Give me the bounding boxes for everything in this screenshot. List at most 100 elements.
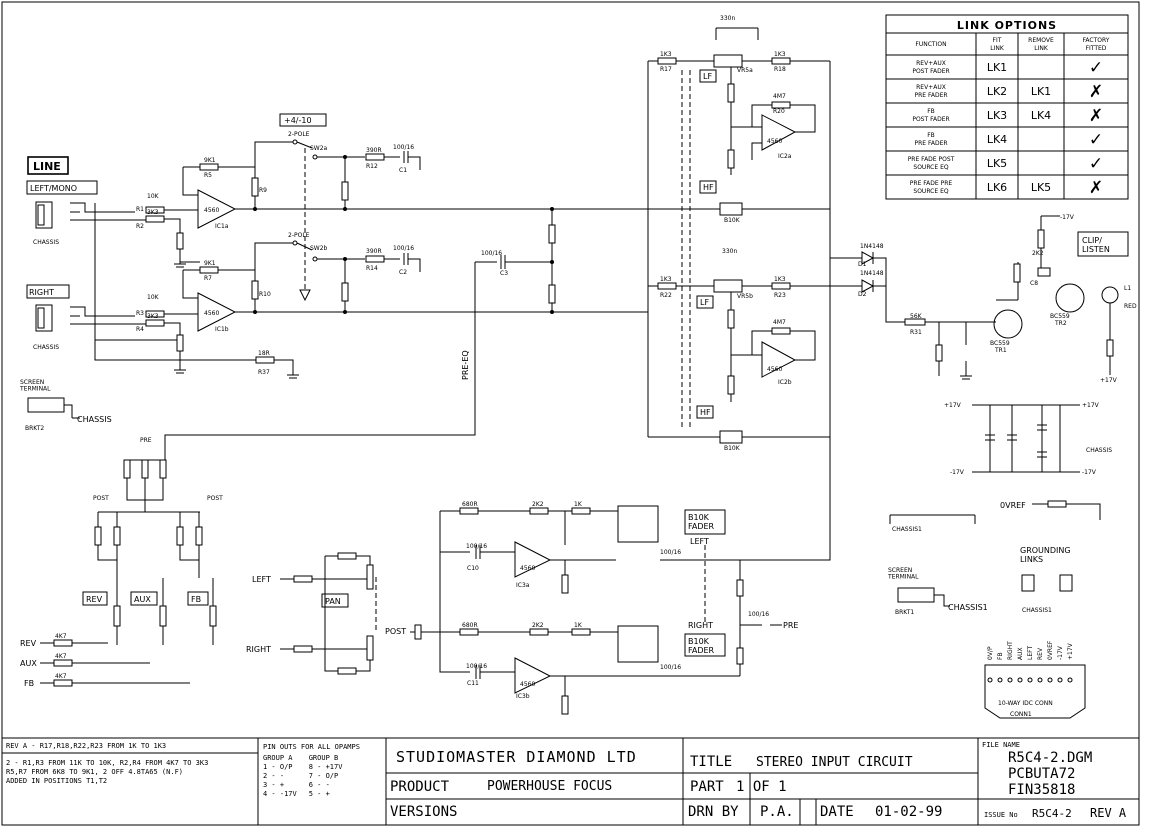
svg-text:4560: 4560 bbox=[204, 310, 219, 317]
revision-note: ADDED IN POSITIONS T1,T2 bbox=[6, 777, 108, 785]
company-name: STUDIOMASTER DIAMOND LTD bbox=[396, 748, 637, 766]
clip-listen-section: 1N4148 D1 1N4148 D2 56K R31 BC559 TR1 2K… bbox=[830, 214, 1137, 384]
file-name-label: FILE NAME bbox=[982, 741, 1020, 749]
svg-text:18R: 18R bbox=[258, 350, 270, 357]
connector-pin bbox=[1047, 677, 1053, 683]
issue-label: ISSUE No bbox=[984, 811, 1018, 819]
svg-text:9K1: 9K1 bbox=[204, 157, 216, 164]
svg-text:330n: 330n bbox=[720, 15, 735, 22]
versions-label: VERSIONS bbox=[390, 804, 458, 820]
part-label: PART bbox=[690, 779, 724, 795]
date-value: 01-02-99 bbox=[875, 804, 943, 820]
connector-pin-label: 0VREF bbox=[1047, 640, 1054, 660]
table-cell-link: LK6 bbox=[987, 181, 1007, 194]
chassis-decoupling-label: CHASSIS bbox=[1086, 447, 1112, 454]
line-label: LINE bbox=[33, 160, 61, 173]
table-cell-link: LK5 bbox=[1031, 181, 1051, 194]
svg-text:390R: 390R bbox=[366, 147, 382, 154]
svg-text:4560: 4560 bbox=[767, 138, 782, 145]
date-label: DATE bbox=[820, 804, 854, 820]
table-cell-link: LK4 bbox=[1031, 109, 1051, 122]
svg-text:TR1: TR1 bbox=[994, 347, 1007, 354]
svg-text:R20: R20 bbox=[773, 108, 785, 115]
svg-text:REV: REV bbox=[20, 639, 37, 648]
svg-text:9K1: 9K1 bbox=[204, 260, 216, 267]
svg-text:R2: R2 bbox=[136, 223, 144, 230]
svg-text:D2: D2 bbox=[858, 291, 867, 298]
ovref-label: 0VREF bbox=[1000, 501, 1026, 510]
svg-text:4560: 4560 bbox=[520, 681, 535, 688]
svg-text:1K3: 1K3 bbox=[774, 276, 786, 283]
brkt2-label: BRKT2 bbox=[25, 425, 44, 432]
connector-pin-label: 0V/P bbox=[987, 646, 994, 660]
connector-pin-label: -17V bbox=[1057, 645, 1064, 660]
table-cell-fitted: ✓ bbox=[1089, 130, 1103, 150]
idc-connector-label: 10-WAY IDC CONN bbox=[998, 700, 1053, 707]
connector-pin bbox=[1007, 677, 1013, 683]
pinout-line: 2 - - bbox=[263, 772, 285, 780]
chassis1-label-3: CHASSIS1 bbox=[948, 603, 988, 612]
svg-text:TR2: TR2 bbox=[1054, 320, 1067, 327]
connector-pin-label: RIGHT bbox=[1007, 641, 1014, 660]
rev-value: REV A bbox=[1090, 806, 1127, 820]
title-label: TITLE bbox=[690, 754, 733, 770]
svg-text:1N4148: 1N4148 bbox=[860, 270, 884, 277]
svg-text:VR5b: VR5b bbox=[737, 293, 753, 300]
connector-pin-label: AUX bbox=[1017, 647, 1024, 660]
svg-text:R7: R7 bbox=[204, 275, 212, 282]
svg-text:100/16: 100/16 bbox=[393, 245, 414, 252]
opamp-pinouts: PIN OUTS FOR ALL OPAMPS GROUP A 1 - O/P … bbox=[263, 743, 383, 799]
svg-text:IC1a: IC1a bbox=[215, 223, 229, 230]
svg-text:10K: 10K bbox=[147, 294, 160, 301]
table-cell-fitted: ✗ bbox=[1089, 106, 1103, 126]
rev-label: REV bbox=[86, 595, 103, 604]
connector-pin-label: +17V bbox=[1067, 642, 1074, 660]
svg-text:100/16: 100/16 bbox=[748, 611, 769, 618]
table-cell-link: LK1 bbox=[987, 61, 1007, 74]
svg-text:C10: C10 bbox=[467, 565, 479, 572]
svg-text:R10: R10 bbox=[259, 291, 271, 298]
table-cell-fitted: ✓ bbox=[1089, 58, 1103, 78]
svg-text:4K7: 4K7 bbox=[55, 653, 67, 660]
pinout-line: 3 - + bbox=[263, 781, 285, 789]
chassis1-label-2: CHASSIS1 bbox=[1022, 607, 1052, 614]
svg-text:100/16: 100/16 bbox=[393, 144, 414, 151]
svg-text:B10K: B10K bbox=[724, 217, 741, 224]
pinout-line: 4 - -17V bbox=[263, 790, 297, 798]
lf-label-1: LF bbox=[703, 72, 712, 81]
svg-text:PRE: PRE bbox=[783, 621, 798, 630]
svg-text:R31: R31 bbox=[910, 329, 922, 336]
pinout-line: GROUP A bbox=[263, 754, 293, 762]
connector-pin bbox=[1027, 677, 1033, 683]
minus17v-label-1: -17V bbox=[950, 469, 965, 476]
table-cell-link: LK4 bbox=[987, 133, 1007, 146]
post-label-2: POST bbox=[207, 495, 223, 502]
aux-label: AUX bbox=[134, 595, 151, 604]
svg-text:3K3: 3K3 bbox=[147, 209, 159, 216]
revision-notes: REV A - R17,R18,R22,R23 FROM 1K TO 1K3 2… bbox=[6, 742, 256, 786]
table-cell-link: LK5 bbox=[987, 157, 1007, 170]
svg-text:2K2: 2K2 bbox=[532, 501, 544, 508]
pinout-line: 7 - O/P bbox=[308, 772, 339, 780]
svg-text:2-POLE: 2-POLE bbox=[288, 131, 310, 138]
pan-label: PAN bbox=[325, 597, 341, 606]
connector-pin bbox=[997, 677, 1003, 683]
svg-text:10K: 10K bbox=[147, 193, 160, 200]
line-input-section: LINE LEFT/MONO RIGHT CHASSIS CHASSIS 10K… bbox=[19, 113, 648, 462]
svg-text:L1: L1 bbox=[1124, 285, 1131, 292]
svg-text:R12: R12 bbox=[366, 163, 378, 170]
svg-text:SW2b: SW2b bbox=[310, 245, 328, 252]
svg-text:RIGHT: RIGHT bbox=[246, 645, 271, 654]
svg-text:C3: C3 bbox=[500, 270, 508, 277]
svg-text:IC3b: IC3b bbox=[516, 693, 530, 700]
connector-pin bbox=[1017, 677, 1023, 683]
